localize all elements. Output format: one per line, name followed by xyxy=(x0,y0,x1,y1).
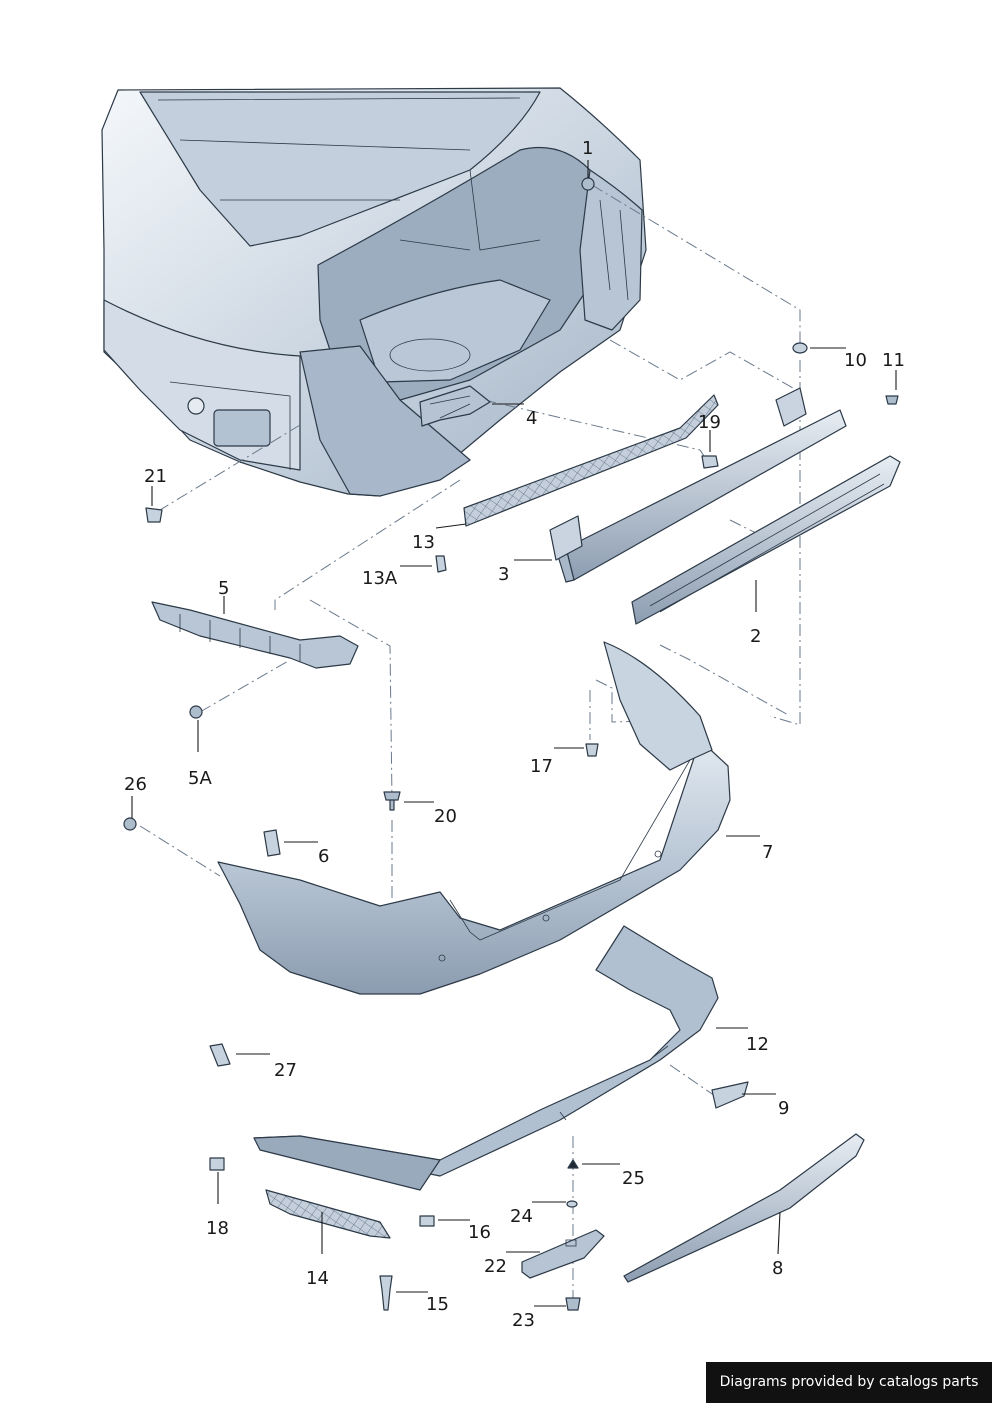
fastener-19 xyxy=(701,455,719,469)
part-14-lower-insert xyxy=(265,1189,391,1239)
callout-22: 22 xyxy=(484,1256,507,1277)
part-5-guide-bracket xyxy=(151,601,359,669)
callout-26: 26 xyxy=(124,774,147,795)
fastener-13a xyxy=(435,555,447,573)
callout-27: 27 xyxy=(274,1060,297,1081)
part-8-trim-strip xyxy=(623,1133,865,1283)
fastener-1 xyxy=(581,177,595,191)
callout-11: 11 xyxy=(882,350,905,371)
fastener-20 xyxy=(383,791,401,811)
fastener-21 xyxy=(145,507,163,523)
fastener-18 xyxy=(209,1157,225,1171)
part-12-diffuser xyxy=(253,925,719,1191)
callout-13a: 13A xyxy=(362,568,398,589)
fastener-6 xyxy=(263,829,281,857)
callout-4: 4 xyxy=(526,408,537,429)
leader-lines xyxy=(131,160,897,1307)
fastener-23 xyxy=(565,1297,581,1311)
callout-17: 17 xyxy=(530,756,553,777)
part-4-bracket xyxy=(419,385,491,427)
car-body-rear xyxy=(101,87,647,497)
callout-19: 19 xyxy=(698,412,721,433)
callout-16: 16 xyxy=(468,1222,491,1243)
fasteners xyxy=(123,177,899,1311)
fastener-27 xyxy=(209,1043,231,1067)
part-13-grille xyxy=(463,394,719,527)
callout-10: 10 xyxy=(844,350,867,371)
callout-15: 15 xyxy=(426,1294,449,1315)
callout-14: 14 xyxy=(306,1268,329,1289)
callout-8: 8 xyxy=(772,1258,783,1279)
part-2-energy-absorber xyxy=(631,455,901,625)
fastener-26 xyxy=(123,817,137,831)
callout-13: 13 xyxy=(412,532,435,553)
fastener-25 xyxy=(567,1159,579,1169)
part-22-plate xyxy=(521,1229,605,1279)
credit-banner: Diagrams provided by catalogs parts xyxy=(706,1362,992,1403)
part-3-bumper-beam xyxy=(549,387,847,583)
callout-1: 1 xyxy=(582,138,593,159)
callout-5a: 5A xyxy=(188,768,212,789)
callout-20: 20 xyxy=(434,806,457,827)
fastener-10 xyxy=(792,342,808,354)
fastener-9 xyxy=(711,1081,749,1109)
fastener-11 xyxy=(885,395,899,405)
callout-9: 9 xyxy=(778,1098,789,1119)
fastener-24 xyxy=(566,1200,578,1208)
fastener-15 xyxy=(379,1275,393,1311)
callout-18: 18 xyxy=(206,1218,229,1239)
callout-7: 7 xyxy=(762,842,773,863)
callout-labels: 1 10 11 19 4 21 13 13A 3 5 2 17 5A 26 20… xyxy=(124,138,905,1331)
part-7-bumper-cover xyxy=(217,641,731,995)
callout-5: 5 xyxy=(218,578,229,599)
fastener-16 xyxy=(419,1215,435,1227)
callout-2: 2 xyxy=(750,626,761,647)
callout-3: 3 xyxy=(498,564,509,585)
callout-24: 24 xyxy=(510,1206,533,1227)
callout-12: 12 xyxy=(746,1034,769,1055)
fastener-5a xyxy=(189,705,203,719)
callout-25: 25 xyxy=(622,1168,645,1189)
callout-23: 23 xyxy=(512,1310,535,1331)
callout-6: 6 xyxy=(318,846,329,867)
callout-21: 21 xyxy=(144,466,167,487)
fastener-17 xyxy=(585,743,599,757)
